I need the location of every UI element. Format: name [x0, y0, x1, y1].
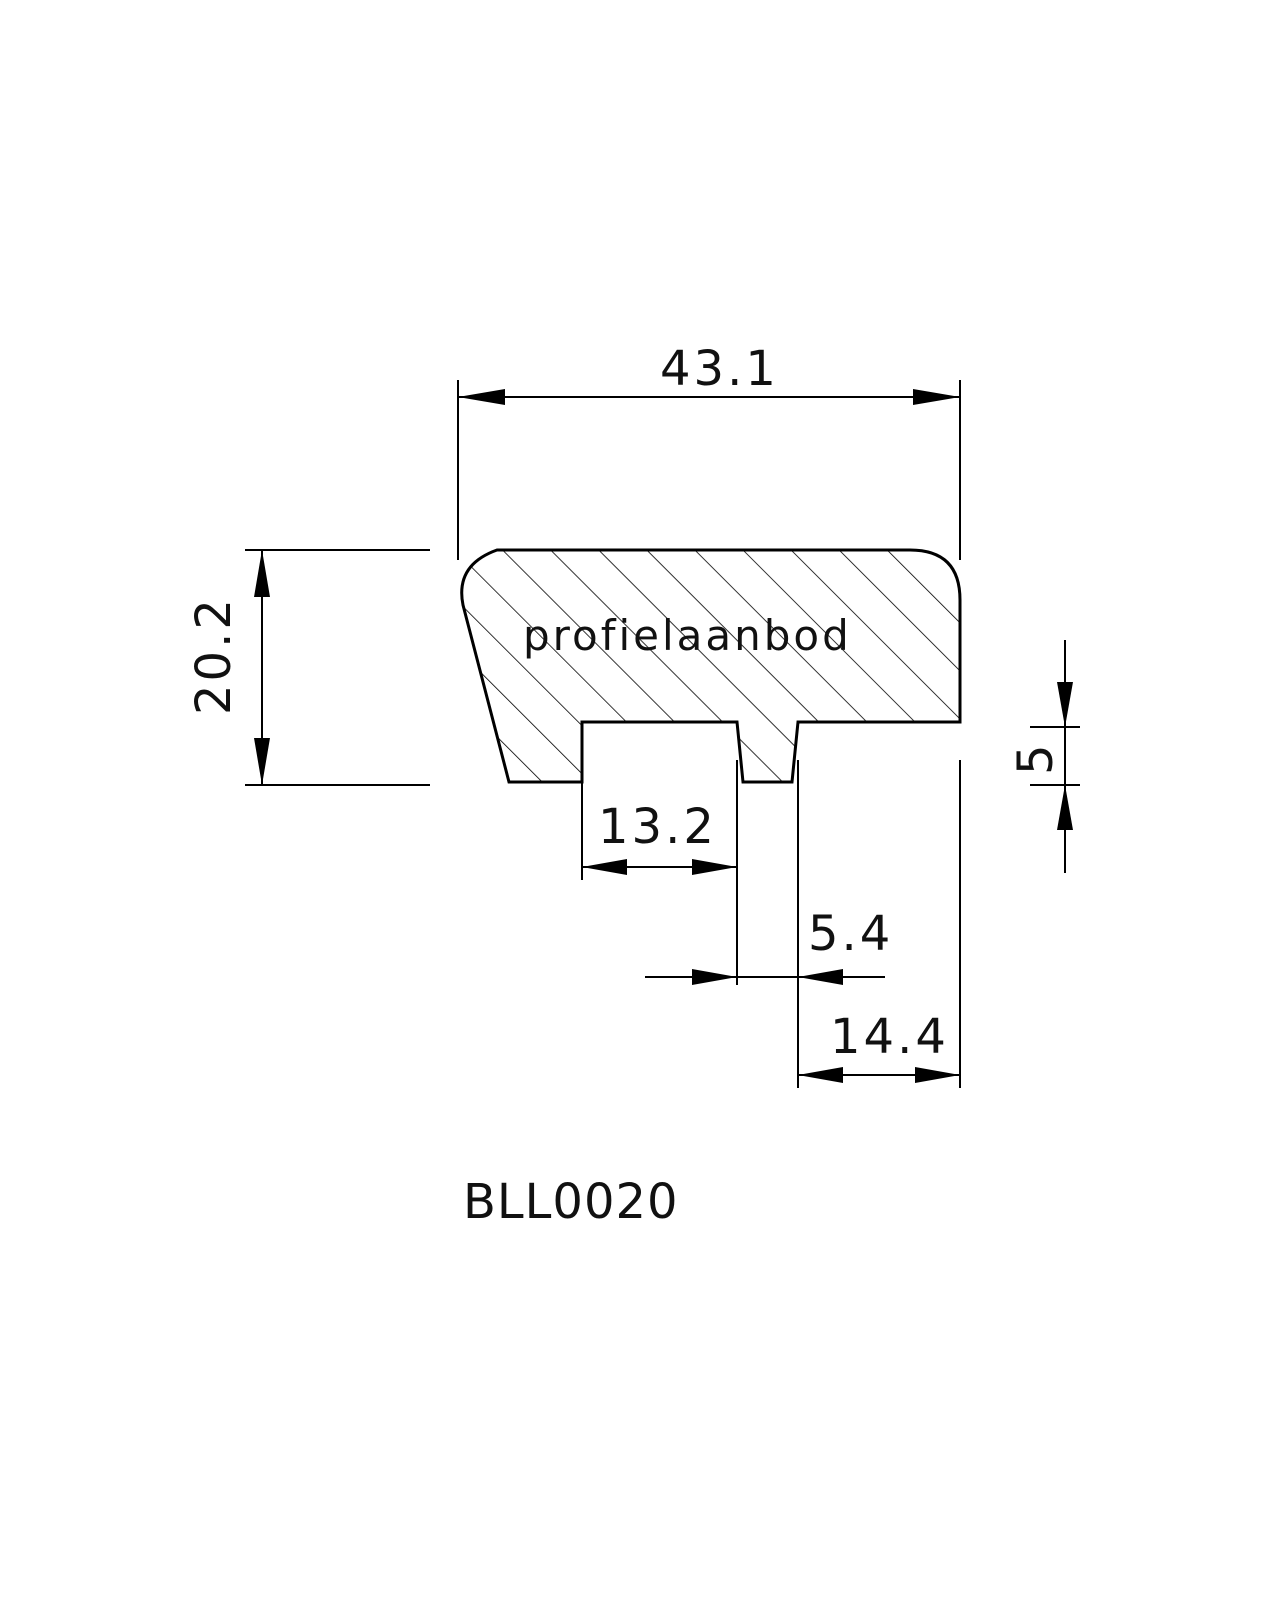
dimension-text-groove-width: 13.2: [598, 799, 717, 855]
dimension-rib-width: 5.4: [645, 760, 893, 1088]
profile-code: BLL0020: [463, 1174, 679, 1230]
watermark-text: profielaanbod: [523, 611, 852, 660]
dimension-text-rib-width: 5.4: [808, 906, 893, 962]
dimension-text-groove-depth: 5: [1008, 741, 1064, 775]
dimension-right-width: 14.4: [798, 760, 961, 1088]
dimension-overall-height: 20.2: [186, 549, 430, 786]
dimension-text-overall-height: 20.2: [186, 596, 242, 715]
dimension-text-overall-width: 43.1: [660, 341, 779, 397]
dimension-text-right-width: 14.4: [830, 1009, 949, 1065]
profile-cross-section: [460, 548, 962, 784]
dimension-groove-depth: 5: [1008, 640, 1080, 873]
dimension-overall-width: 43.1: [457, 341, 961, 560]
dimension-groove-width: 13.2: [581, 760, 738, 985]
